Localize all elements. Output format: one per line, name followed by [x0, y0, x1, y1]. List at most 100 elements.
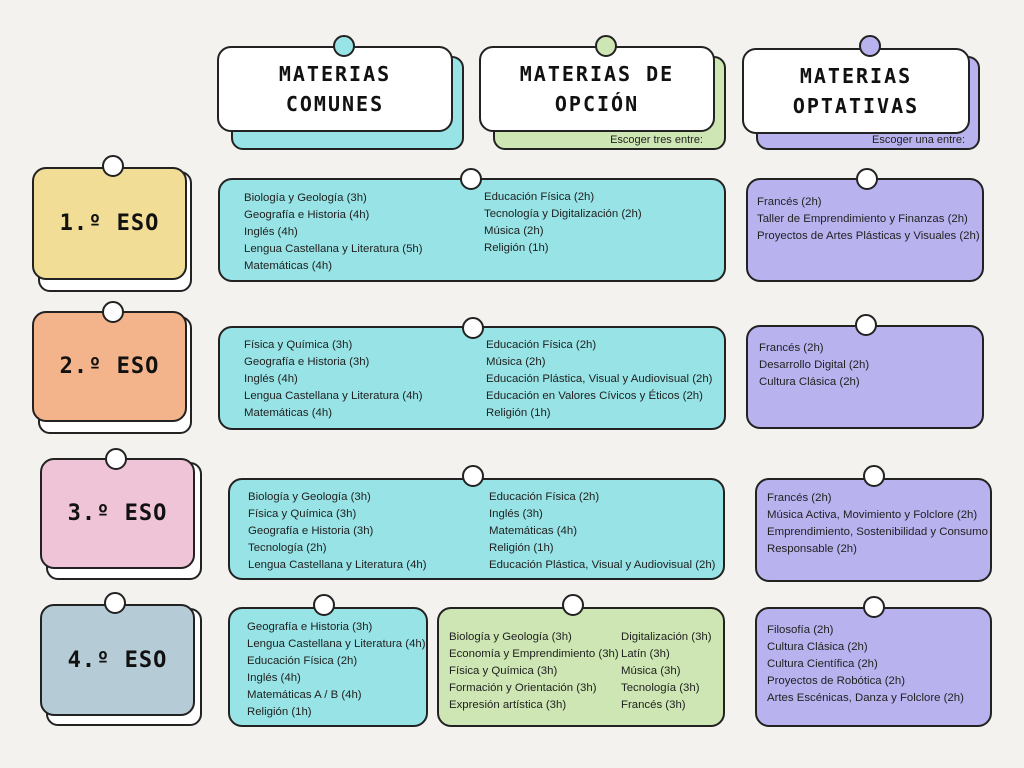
- header-opcion-line2: OPCIÓN: [554, 92, 640, 116]
- list-item: Física y Química (3h): [244, 339, 353, 351]
- list-item: Religión (1h): [489, 542, 554, 554]
- list-item: Desarrollo Digital (2h): [759, 359, 870, 371]
- list-item: Religión (1h): [486, 407, 551, 419]
- list-item: Economía y Emprendimiento (3h): [449, 648, 619, 660]
- list-item: Taller de Emprendimiento y Finanzas (2h): [757, 213, 968, 225]
- header-comunes-card: MATERIAS COMUNES: [217, 46, 453, 132]
- list-item: Francés (3h): [621, 699, 686, 711]
- opcion-2eso-list: Educación Física (2h) Música (2h) Educac…: [486, 337, 712, 422]
- list-item: Proyectos de Robótica (2h): [767, 675, 906, 687]
- header-opcion-note: Escoger tres entre:: [610, 134, 703, 146]
- list-item: Música Activa, Movimiento y Folclore (2h…: [767, 509, 978, 521]
- optativas-1eso-card: Francés (2h) Taller de Emprendimiento y …: [746, 178, 984, 282]
- list-item: Lengua Castellana y Literatura (4h): [247, 638, 426, 650]
- list-item: Biología y Geología (3h): [449, 631, 572, 643]
- opcion-4eso-card: Biología y Geología (3h) Economía y Empr…: [437, 607, 725, 727]
- optativas-4eso-list: Filosofía (2h) Cultura Clásica (2h) Cult…: [767, 622, 964, 707]
- pin-icon: [313, 594, 335, 616]
- list-item: Física y Química (3h): [449, 665, 558, 677]
- list-item: Matemáticas (4h): [244, 260, 332, 272]
- optativas-3eso-list: Francés (2h) Música Activa, Movimiento y…: [767, 490, 988, 558]
- list-item: Educación Física (2h): [484, 191, 595, 203]
- header-comunes-line1: MATERIAS: [278, 62, 392, 86]
- course-4eso-card: 4.º ESO: [40, 604, 195, 716]
- pin-icon: [562, 594, 584, 616]
- list-item: Matemáticas A / B (4h): [247, 689, 362, 701]
- course-1eso-card: 1.º ESO: [32, 167, 187, 280]
- pin-icon: [333, 35, 355, 57]
- comunes-1eso-list: Biología y Geología (3h) Geografía e His…: [244, 190, 423, 275]
- optativas-2eso-card: Francés (2h) Desarrollo Digital (2h) Cul…: [746, 325, 984, 429]
- header-opcion-line1: MATERIAS DE: [519, 62, 675, 86]
- list-item: Filosofía (2h): [767, 624, 834, 636]
- pin-icon: [102, 301, 124, 323]
- comunes-4eso-card: Geografía e Historia (3h) Lengua Castell…: [228, 607, 428, 727]
- opcion-1eso-list: Educación Física (2h) Tecnología y Digit…: [484, 189, 642, 257]
- list-item: Digitalización (3h): [621, 631, 712, 643]
- list-item: Inglés (4h): [244, 226, 298, 238]
- optativas-4eso-card: Filosofía (2h) Cultura Clásica (2h) Cult…: [755, 607, 992, 727]
- header-optativas-card: MATERIAS OPTATIVAS: [742, 48, 970, 134]
- opcion-4eso-list-b: Digitalización (3h) Latín (3h) Música (3…: [621, 629, 712, 714]
- list-item: Inglés (4h): [244, 373, 298, 385]
- list-item: Artes Escénicas, Danza y Folclore (2h): [767, 692, 964, 704]
- header-comunes-line2: COMUNES: [285, 92, 385, 116]
- list-item: Francés (2h): [759, 342, 824, 354]
- list-item: Geografía e Historia (3h): [244, 356, 370, 368]
- list-item: Expresión artística (3h): [449, 699, 567, 711]
- list-item: Inglés (4h): [247, 672, 301, 684]
- list-item: Geografía e Historia (4h): [244, 209, 370, 221]
- header-optativas-note: Escoger una entre:: [872, 134, 965, 146]
- list-item: Francés (2h): [767, 492, 832, 504]
- opcion-4eso-list-a: Biología y Geología (3h) Economía y Empr…: [449, 629, 619, 714]
- opcion-3eso-list: Educación Física (2h) Inglés (3h) Matemá…: [489, 489, 715, 574]
- comunes-4eso-list: Geografía e Historia (3h) Lengua Castell…: [247, 619, 426, 721]
- header-optativas-line1: MATERIAS: [799, 64, 913, 88]
- comunes-3eso-list: Biología y Geología (3h) Física y Químic…: [248, 489, 427, 574]
- header-opcion-card: MATERIAS DE OPCIÓN: [479, 46, 715, 132]
- comunes-3eso-card: Biología y Geología (3h) Física y Químic…: [228, 478, 725, 580]
- pin-icon: [462, 465, 484, 487]
- pin-icon: [863, 465, 885, 487]
- list-item: Responsable (2h): [767, 543, 857, 555]
- list-item: Matemáticas (4h): [489, 525, 577, 537]
- list-item: Cultura Científica (2h): [767, 658, 878, 670]
- pin-icon: [462, 317, 484, 339]
- list-item: Francés (2h): [757, 196, 822, 208]
- pin-icon: [855, 314, 877, 336]
- list-item: Educación Física (2h): [247, 655, 358, 667]
- pin-icon: [102, 155, 124, 177]
- list-item: Matemáticas (4h): [244, 407, 332, 419]
- list-item: Música (2h): [484, 225, 544, 237]
- list-item: Educación Física (2h): [489, 491, 600, 503]
- list-item: Lengua Castellana y Literatura (4h): [248, 559, 427, 571]
- list-item: Emprendimiento, Sostenibilidad y Consumo: [767, 526, 988, 538]
- list-item: Educación Plástica, Visual y Audiovisual…: [486, 373, 713, 385]
- list-item: Formación y Orientación (3h): [449, 682, 597, 694]
- list-item: Biología y Geología (3h): [244, 192, 367, 204]
- list-item: Latín (3h): [621, 648, 670, 660]
- list-item: Lengua Castellana y Literatura (4h): [244, 390, 423, 402]
- list-item: Cultura Clásica (2h): [767, 641, 868, 653]
- list-item: Música (2h): [486, 356, 546, 368]
- list-item: Proyectos de Artes Plásticas y Visuales …: [757, 230, 980, 242]
- list-item: Geografía e Historia (3h): [247, 621, 373, 633]
- optativas-3eso-card: Francés (2h) Música Activa, Movimiento y…: [755, 478, 992, 582]
- comunes-2eso-list: Física y Química (3h) Geografía e Histor…: [244, 337, 423, 422]
- list-item: Tecnología y Digitalización (2h): [484, 208, 642, 220]
- list-item: Educación en Valores Cívicos y Éticos (2…: [486, 390, 703, 402]
- pin-icon: [104, 592, 126, 614]
- comunes-2eso-card: Física y Química (3h) Geografía e Histor…: [218, 326, 726, 430]
- optativas-2eso-list: Francés (2h) Desarrollo Digital (2h) Cul…: [759, 340, 869, 391]
- list-item: Biología y Geología (3h): [248, 491, 371, 503]
- list-item: Inglés (3h): [489, 508, 543, 520]
- pin-icon: [863, 596, 885, 618]
- pin-icon: [856, 168, 878, 190]
- pin-icon: [595, 35, 617, 57]
- list-item: Cultura Clásica (2h): [759, 376, 860, 388]
- list-item: Música (3h): [621, 665, 681, 677]
- list-item: Física y Química (3h): [248, 508, 357, 520]
- optativas-1eso-list: Francés (2h) Taller de Emprendimiento y …: [757, 194, 980, 245]
- list-item: Tecnología (3h): [621, 682, 700, 694]
- header-optativas-line2: OPTATIVAS: [792, 94, 920, 118]
